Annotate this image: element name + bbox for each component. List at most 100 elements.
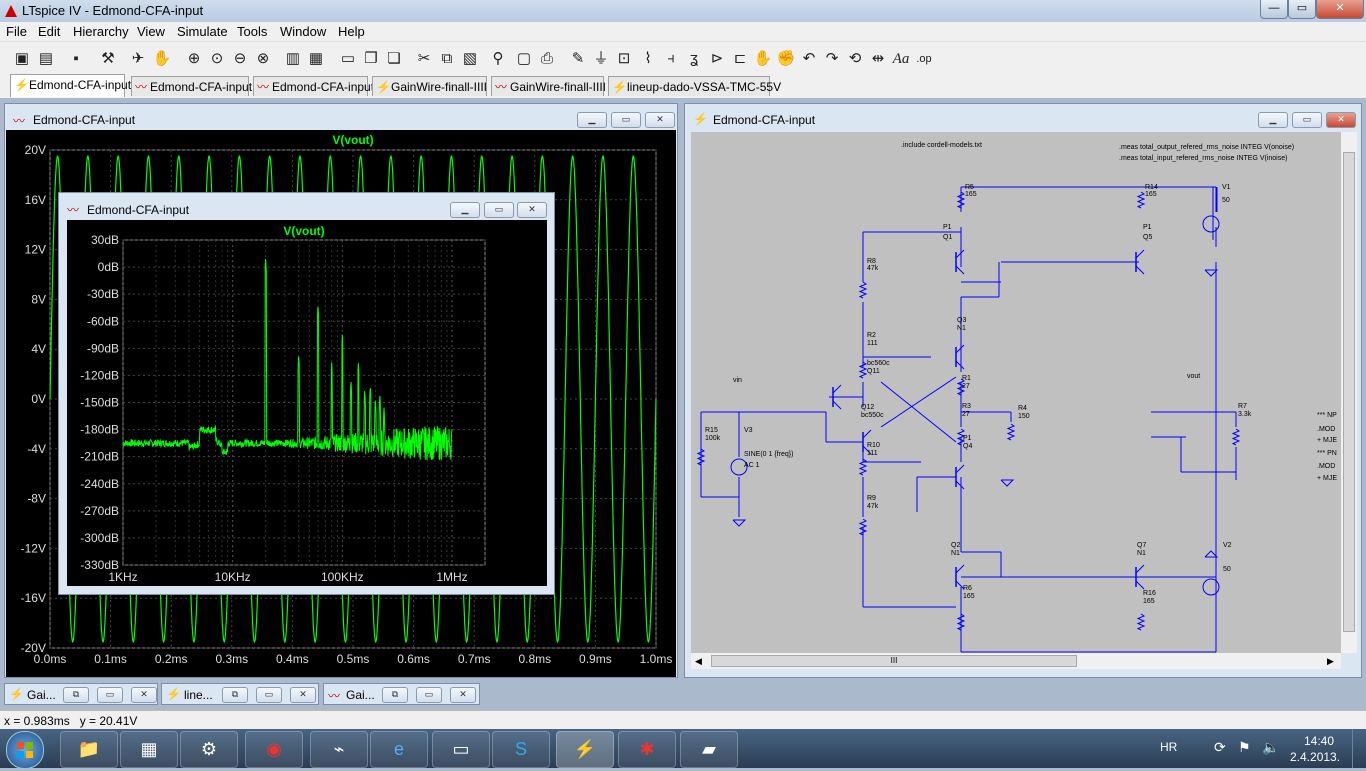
component-label[interactable]: 165 [963, 593, 975, 600]
component-label[interactable]: 47k [867, 503, 879, 510]
rotate-icon[interactable]: ⟲ [848, 50, 862, 67]
schematic-drawing[interactable] [691, 132, 1341, 653]
notes-taskbar-icon[interactable]: ▰ [680, 731, 738, 768]
oscilloscope-taskbar-icon[interactable]: ⌁ [310, 731, 368, 768]
spice-directive[interactable]: .meas total_output_refered_rms_noise INT… [1119, 144, 1295, 151]
menu-help[interactable]: Help [338, 24, 365, 39]
menu-simulate[interactable]: Simulate [177, 24, 228, 39]
component-label[interactable]: Q4 [963, 443, 973, 450]
mini-maximize-button[interactable]: ▭ [256, 687, 282, 703]
component-label[interactable]: N1 [957, 325, 966, 332]
resistor-icon[interactable]: ⌇ [644, 50, 652, 67]
menu-file[interactable]: File [6, 24, 27, 39]
skype-taskbar-icon[interactable]: S [492, 731, 550, 768]
component-label[interactable]: 47k [867, 265, 879, 272]
mini-restore-button[interactable]: ⧉ [382, 687, 408, 703]
mini-close-button[interactable]: ✕ [450, 687, 476, 703]
copy-icon[interactable]: ⧉ [441, 50, 453, 67]
component-label[interactable]: Q1 [943, 234, 953, 241]
mini-restore-button[interactable]: ⧉ [222, 687, 248, 703]
clock-date[interactable]: 2.4.2013. [1290, 750, 1341, 764]
component-label[interactable]: 111 [867, 450, 878, 457]
language-indicator[interactable]: HR [1160, 740, 1178, 754]
tab-plot-gainwire[interactable]: 〰GainWire-finall-IIII [491, 76, 606, 96]
tab-schematic-lineup[interactable]: ⚡lineup-dado-VSSA-TMC-55V [608, 76, 781, 96]
network-icon[interactable]: ⟳ [1214, 739, 1226, 755]
menu-edit[interactable]: Edit [38, 24, 61, 39]
component-label[interactable]: Q3 [957, 317, 967, 324]
schematic-close-button[interactable]: ✕ [1326, 112, 1356, 128]
component-label[interactable]: + MJE [1317, 475, 1338, 482]
drag-icon[interactable]: ✊ [776, 50, 796, 67]
component-label[interactable]: 111 [867, 340, 878, 347]
horizontal-scroll-thumb[interactable]: III [711, 655, 1077, 667]
screen-taskbar-icon[interactable]: ▭ [432, 731, 490, 768]
component-label[interactable]: 3.3k [1238, 411, 1252, 418]
control-panel-icon[interactable]: ⚒ [101, 50, 115, 67]
component-label[interactable]: R9 [867, 495, 876, 502]
mini-restore-button[interactable]: ⧉ [63, 687, 89, 703]
halt-icon[interactable]: ✋ [152, 50, 172, 67]
minimized-window-1[interactable]: ⚡ Gai... ⧉ ▭ ✕ [4, 683, 158, 705]
tab-schematic-edmond[interactable]: ⚡Edmond-CFA-input [10, 74, 131, 97]
paint-taskbar-icon[interactable]: ✱ [618, 731, 676, 768]
spice-directive[interactable]: .meas total_input_refered_rms_noise INTE… [1119, 155, 1288, 162]
component-label[interactable]: *** NP [1317, 412, 1337, 419]
mini-close-button[interactable]: ✕ [131, 687, 157, 703]
autorange-icon[interactable]: ▥ [285, 50, 301, 67]
new-schematic-icon[interactable]: ▣ [14, 50, 30, 67]
fft-minimize-button[interactable]: ▁ [450, 202, 480, 218]
tool-taskbar-icon[interactable]: ⚙ [180, 731, 238, 768]
fft-restore-button[interactable]: ▭ [484, 202, 514, 218]
page-setup-icon[interactable]: ▢ [516, 50, 532, 67]
minimize-button[interactable]: — [1260, 0, 1288, 19]
component-label[interactable]: R16 [1143, 590, 1156, 597]
component-label[interactable]: P1 [963, 435, 972, 442]
component-label[interactable]: V1 [1222, 184, 1231, 191]
redo-icon[interactable]: ↷ [825, 50, 839, 67]
tab-schematic-gainwire[interactable]: ⚡GainWire-finall-IIII [372, 76, 487, 96]
label-net-icon[interactable]: ⊡ [617, 50, 631, 67]
menu-view[interactable]: View [137, 24, 165, 39]
save-icon[interactable]: ▪ [73, 50, 79, 67]
schematic-vertical-scrollbar[interactable] [1341, 132, 1357, 653]
component-label[interactable]: R2 [867, 332, 876, 339]
menu-window[interactable]: Window [280, 24, 327, 39]
tab-plot-edmond-1[interactable]: 〰Edmond-CFA-input [131, 76, 252, 96]
menu-tools[interactable]: Tools [237, 24, 268, 39]
component-label[interactable]: vin [733, 377, 742, 384]
cascade-icon[interactable]: ❐ [364, 50, 378, 67]
antivirus-taskbar-icon[interactable]: ◉ [245, 731, 303, 768]
component-label[interactable]: R15 [705, 427, 718, 434]
find-icon[interactable]: ⚲ [492, 50, 504, 67]
component-label[interactable]: R8 [867, 258, 876, 265]
clock-time[interactable]: 14:40 [1304, 734, 1335, 748]
maximize-button[interactable]: ▭ [1288, 0, 1316, 19]
mini-maximize-button[interactable]: ▭ [97, 687, 123, 703]
waveform-restore-button[interactable]: ▭ [611, 112, 641, 128]
component-label[interactable]: AC 1 [744, 462, 760, 469]
component-label[interactable]: Q5 [1143, 234, 1153, 241]
undo-icon[interactable]: ↶ [802, 50, 816, 67]
waveform-minimize-button[interactable]: ▁ [577, 112, 607, 128]
component-label[interactable]: 150 [1018, 413, 1030, 420]
ie-taskbar-icon[interactable]: e [370, 731, 428, 768]
ground-icon[interactable]: ⏚ [593, 50, 609, 67]
print-icon[interactable]: ⎙ [540, 50, 553, 67]
schematic-window[interactable]: ⚡ Edmond-CFA-input ▁ ▭ ✕ .include cordel… [684, 103, 1362, 678]
component-label[interactable]: 27 [962, 411, 970, 418]
close-all-icon[interactable]: ❏ [387, 50, 401, 67]
component-label[interactable]: + MJE [1317, 437, 1338, 444]
pan-icon[interactable]: ⊙ [210, 50, 224, 67]
tab-plot-edmond-2[interactable]: 〰Edmond-CFA-input [253, 76, 374, 96]
minimized-window-2[interactable]: ⚡ line... ⧉ ▭ ✕ [161, 683, 319, 705]
component-label[interactable]: 50 [1222, 197, 1230, 204]
component-label[interactable]: 165 [1143, 598, 1155, 605]
volume-icon[interactable]: 🔈 [1262, 739, 1280, 755]
paste-icon[interactable]: ▧ [462, 50, 478, 67]
component-label[interactable]: V2 [1223, 542, 1232, 549]
component-label[interactable]: Q2 [951, 542, 961, 549]
waveform-close-button[interactable]: ✕ [645, 112, 675, 128]
